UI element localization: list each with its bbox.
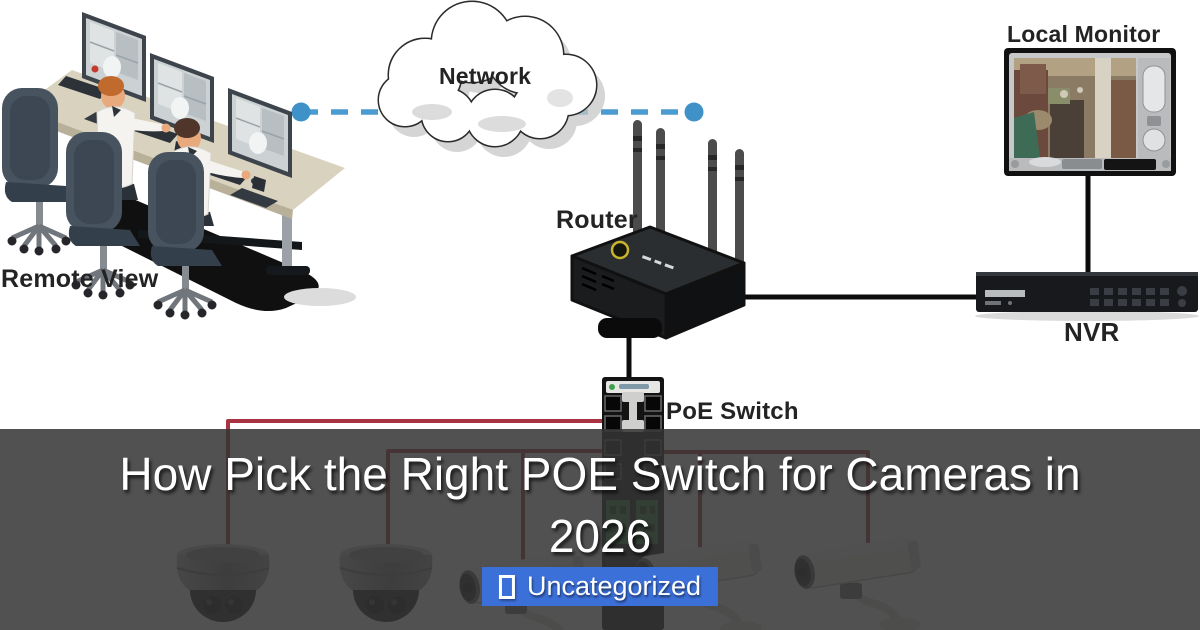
label-network: Network (439, 63, 532, 89)
router-device (570, 120, 746, 340)
cctv-screen (1014, 58, 1136, 158)
router-logo-icon (610, 240, 630, 260)
network-cloud (377, 0, 605, 157)
local-monitor-device (1004, 48, 1176, 176)
remote-view-illustration (2, 11, 356, 320)
category-badge[interactable]: Uncategorized (481, 567, 719, 606)
missing-glyph-icon (498, 574, 515, 599)
label-nvr: NVR (1064, 317, 1120, 347)
category-label: Uncategorized (526, 571, 702, 601)
label-local-monitor: Local Monitor (1007, 21, 1161, 47)
label-poe-switch: PoE Switch (666, 398, 799, 425)
label-remote-view: Remote View (1, 265, 159, 293)
title-overlay: How Pick the Right POE Switch for Camera… (0, 429, 1200, 630)
post-title-line1: How Pick the Right POE Switch for Camera… (119, 448, 1081, 500)
post-title-line2: 2026 (548, 510, 652, 562)
nvr-device (975, 272, 1199, 321)
label-router: Router (556, 206, 638, 234)
post-title: How Pick the Right POE Switch for Camera… (0, 443, 1200, 567)
